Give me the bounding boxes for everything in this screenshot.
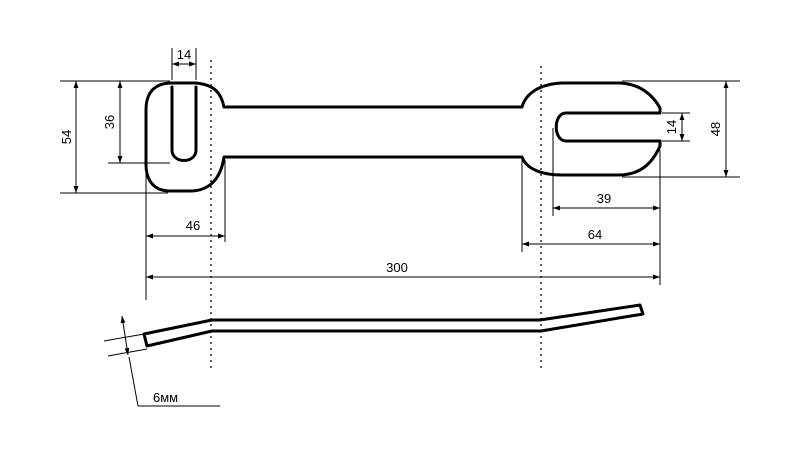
label-jaw-depth-right: 39 <box>597 191 611 206</box>
label-slot-width-right: 14 <box>664 120 679 134</box>
label-overall-length: 300 <box>386 260 408 275</box>
left-slot <box>170 85 198 162</box>
wrench-side-profile <box>142 303 645 348</box>
label-total-height-right: 48 <box>708 122 723 136</box>
label-slot-width-left: 14 <box>177 47 191 62</box>
label-inner-height-left: 36 <box>102 115 117 129</box>
label-head-length-right: 64 <box>588 227 602 242</box>
wrench-outline <box>144 81 662 193</box>
label-head-length-left: 46 <box>186 218 200 233</box>
thickness-leader <box>128 356 139 407</box>
label-total-height-left: 54 <box>59 130 74 144</box>
label-thickness: 6мм <box>153 390 178 405</box>
dim-thickness <box>120 315 130 356</box>
